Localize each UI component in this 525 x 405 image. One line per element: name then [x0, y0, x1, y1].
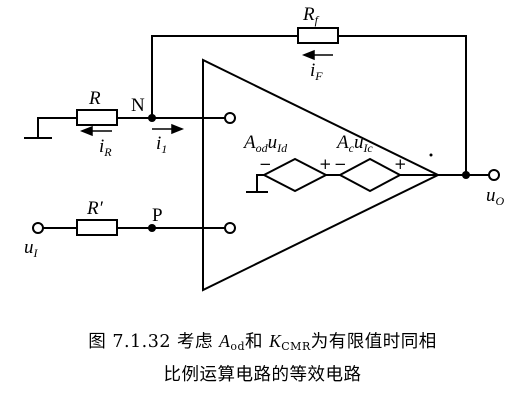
figure-caption-line2: 比例运算电路的等效电路	[163, 365, 362, 385]
common-mode-source	[337, 157, 403, 193]
ir-arrow-head	[79, 125, 93, 137]
caption-prefix: 图 7.1.32 考虑	[88, 332, 220, 352]
diff-plus-sign: +	[319, 155, 332, 173]
caption-kcmr: K	[269, 331, 282, 351]
diff-source-label: AoduId	[242, 132, 288, 155]
ir-label: iR	[99, 136, 112, 159]
diff-mode-source	[261, 157, 329, 193]
ui-label: uI	[24, 237, 39, 260]
ground-wire-left	[37, 117, 77, 138]
diff-minus-sign: −	[259, 155, 272, 173]
node-n-dot	[148, 114, 156, 122]
caption-suffix: 为有限值时同相	[310, 332, 437, 352]
node-p-label: P	[152, 205, 163, 226]
resistor-r-prime	[76, 219, 118, 236]
rf-label: Rf	[302, 4, 320, 27]
node-n-label: N	[131, 95, 145, 116]
input-resistor-r	[76, 109, 118, 126]
r-prime-label: R′	[86, 198, 104, 219]
uo-label: uO	[486, 185, 505, 208]
inverting-terminal	[224, 112, 236, 124]
output-node-dot	[462, 171, 470, 179]
caption-aod-sub: od	[230, 340, 245, 353]
figure-caption-line1: 图 7.1.32 考虑 Aod和 KCMR为有限值时同相	[0, 328, 525, 353]
noninverting-terminal	[224, 222, 236, 234]
circuit-diagram: Rf iF R N iR i1 R′ P uI uO AoduId AcuIc …	[24, 4, 505, 292]
common-minus-sign: −	[334, 155, 347, 173]
i1-arrow-head	[171, 123, 185, 135]
if-arrow-head	[301, 49, 315, 61]
i1-label: i1	[156, 133, 167, 156]
small-dot	[429, 153, 433, 157]
common-plus-sign: +	[394, 155, 407, 173]
caption-and: 和	[245, 332, 270, 352]
feedback-wire-right	[338, 35, 467, 175]
output-terminal	[488, 169, 500, 181]
feedback-resistor	[297, 27, 339, 44]
node-p-dot	[148, 224, 156, 232]
source-ground-wire	[256, 174, 264, 192]
caption-kcmr-sub: CMR	[281, 340, 311, 353]
if-label: iF	[310, 60, 323, 83]
feedback-wire	[151, 35, 298, 118]
input-terminal	[32, 222, 44, 234]
r-label: R	[88, 88, 101, 109]
op-amp-triangle	[202, 58, 441, 292]
common-source-label: AcuIc	[335, 132, 373, 155]
caption-aod: A	[219, 331, 231, 351]
